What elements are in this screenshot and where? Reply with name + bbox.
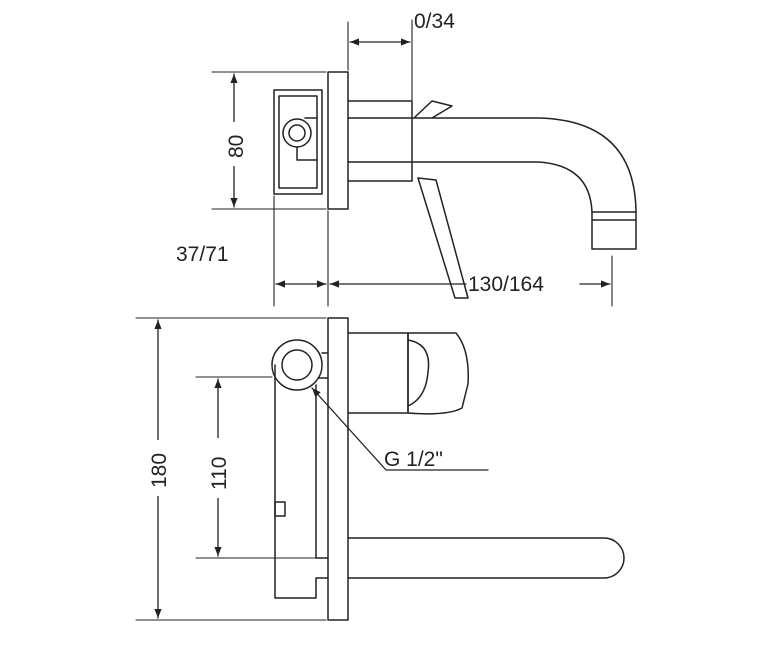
front-spout <box>347 537 625 579</box>
thread-leader <box>311 387 489 471</box>
front-wall-plate <box>327 317 349 621</box>
spout-aerator <box>591 211 637 250</box>
connector-ring <box>282 118 312 148</box>
lever-handle <box>414 100 469 299</box>
front-connector-ring-inner <box>281 349 313 381</box>
label-wall-depth: 37/71 <box>176 243 229 266</box>
mixer-body <box>347 100 413 182</box>
cartridge-body <box>347 332 409 414</box>
connector-pipe <box>296 146 318 161</box>
embedded-box-inner <box>278 95 318 189</box>
label-thread: G 1/2" <box>384 448 443 471</box>
front-connector-ring <box>271 339 323 391</box>
front-pipe-inner <box>315 384 329 559</box>
handle-cap-edge <box>407 339 430 407</box>
front-pipe-fitting <box>274 501 286 517</box>
label-handle-travel: 0/34 <box>414 10 455 33</box>
label-body-height: 80 <box>225 135 248 158</box>
front-view <box>271 317 625 621</box>
front-pipe <box>274 364 329 599</box>
embedded-box <box>273 89 323 195</box>
handle-cap <box>407 332 469 415</box>
label-outlet-distance: 110 <box>208 457 231 490</box>
spout <box>347 117 637 213</box>
connector-ring-inner <box>288 124 306 142</box>
label-overall-height: 180 <box>148 453 171 488</box>
wall-plate <box>327 71 349 210</box>
label-spout-projection: 130/164 <box>468 273 544 296</box>
extension-lines <box>135 19 613 621</box>
side-view <box>273 71 637 299</box>
